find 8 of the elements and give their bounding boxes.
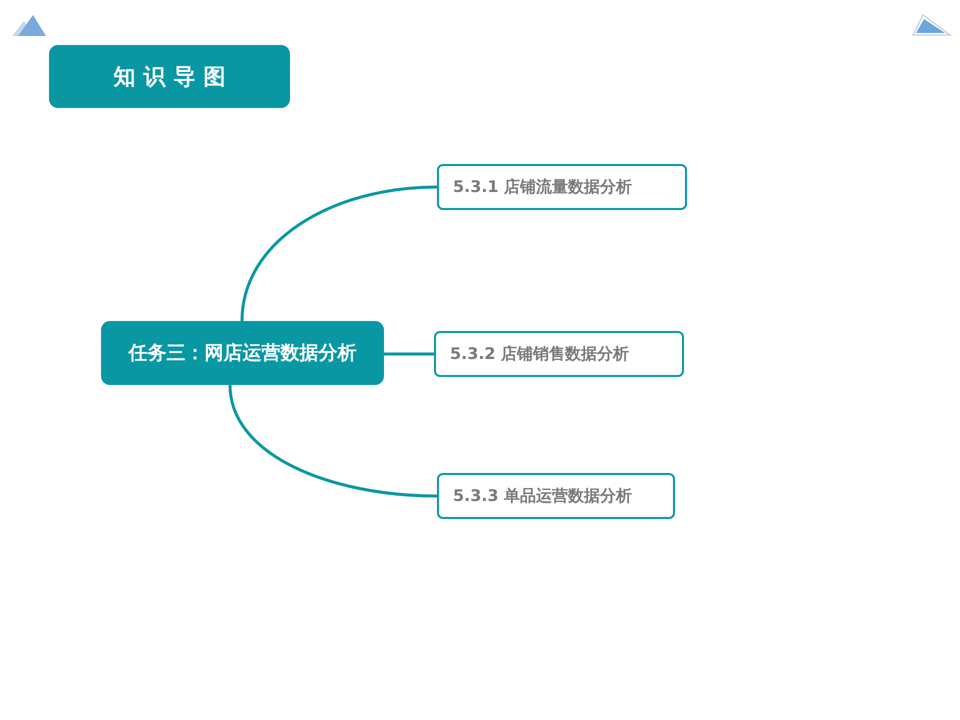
title-banner: 知识导图 [49, 45, 290, 108]
central-topic-box: 任务三：网店运营数据分析 [101, 321, 384, 385]
connector-line [240, 186, 438, 322]
subtopic-box: 5.3.1 店铺流量数据分析 [437, 164, 687, 210]
subtopic-box: 5.3.3 单品运营数据分析 [437, 473, 675, 519]
subtopic-box: 5.3.2 店铺销售数据分析 [434, 331, 684, 377]
connector-line [384, 352, 434, 356]
connector-line [228, 384, 438, 498]
